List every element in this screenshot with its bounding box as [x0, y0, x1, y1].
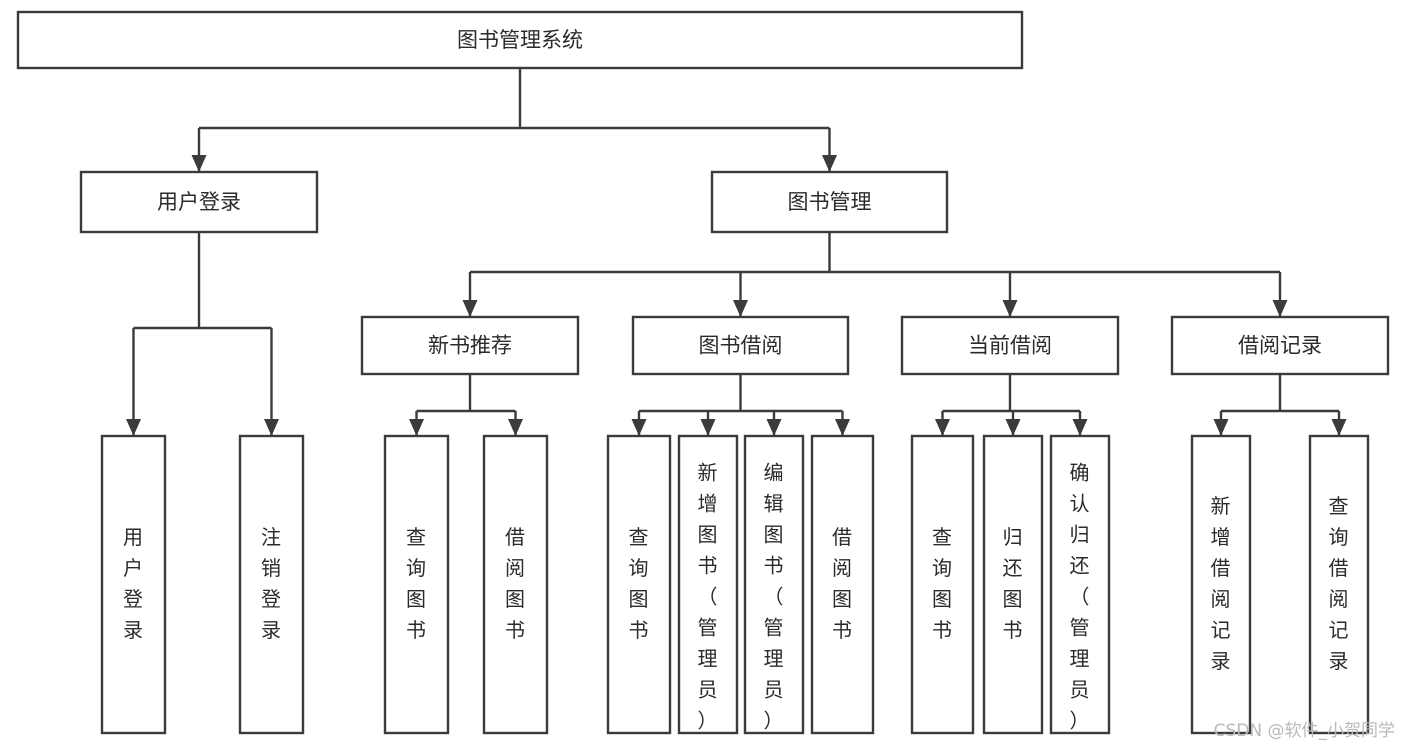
node-leaf-logout-login[interactable]: 注销登录	[238, 434, 305, 735]
node-label-new-book-recommend: 新书推荐	[428, 334, 512, 358]
node-box-leaf-logout-login[interactable]	[238, 434, 305, 735]
node-box-leaf-add-borrow-record[interactable]	[1190, 434, 1252, 735]
node-label-user-login: 用户登录	[157, 190, 241, 214]
csdn-watermark: CSDN @软件_小贺同学	[1213, 721, 1395, 741]
arrow-head-icon	[508, 419, 523, 436]
node-label-root: 图书管理系统	[457, 28, 583, 52]
node-box-leaf-query-book-recommend[interactable]	[383, 434, 450, 735]
node-leaf-edit-book-admin[interactable]: 编辑图书（管理员）	[743, 434, 805, 735]
node-label-leaf-query-book-borrow: 查询图书	[629, 525, 650, 642]
arrow-head-icon	[1331, 419, 1347, 436]
node-box-current-borrow[interactable]	[900, 315, 1120, 376]
node-book-borrow[interactable]: 图书借阅	[631, 315, 850, 376]
node-leaf-user-login[interactable]: 用户登录	[100, 434, 167, 735]
arrow-head-icon	[126, 419, 141, 436]
node-label-leaf-confirm-return-admin: 确认归还（管理员）	[1070, 460, 1091, 732]
node-leaf-borrow-book-recommend[interactable]: 借阅图书	[482, 434, 549, 735]
arrow-head-icon	[1213, 419, 1229, 436]
arrow-head-icon	[822, 155, 837, 172]
node-box-leaf-edit-book-admin[interactable]	[743, 434, 805, 735]
node-box-leaf-query-book-current[interactable]	[910, 434, 975, 735]
node-box-leaf-user-login[interactable]	[100, 434, 167, 735]
node-leaf-query-book-current[interactable]: 查询图书	[910, 434, 975, 735]
node-box-borrow-record[interactable]	[1170, 315, 1390, 376]
node-label-leaf-return-book: 归还图书	[1003, 525, 1024, 642]
node-box-book-management[interactable]	[710, 170, 949, 234]
node-current-borrow[interactable]: 当前借阅	[900, 315, 1120, 376]
node-root[interactable]: 图书管理系统	[16, 10, 1024, 70]
node-label-leaf-user-login: 用户登录	[123, 525, 144, 642]
arrow-head-icon	[835, 419, 850, 436]
arrow-head-icon	[766, 419, 782, 436]
node-leaf-borrow-book[interactable]: 借阅图书	[810, 434, 875, 735]
arrow-head-icon	[409, 419, 424, 436]
node-leaf-query-borrow-record[interactable]: 查询借阅记录	[1308, 434, 1370, 735]
arrow-head-icon	[1005, 419, 1021, 436]
node-box-leaf-return-book[interactable]	[982, 434, 1044, 735]
node-borrow-record[interactable]: 借阅记录	[1170, 315, 1390, 376]
node-box-root[interactable]	[16, 10, 1024, 70]
arrow-head-icon	[264, 419, 279, 436]
connector-edges-group	[126, 68, 1347, 436]
node-leaf-confirm-return-admin[interactable]: 确认归还（管理员）	[1049, 434, 1111, 735]
node-label-leaf-query-book-recommend: 查询图书	[406, 525, 427, 642]
node-box-new-book-recommend[interactable]	[360, 315, 580, 376]
node-leaf-query-book-borrow[interactable]: 查询图书	[606, 434, 672, 735]
nodes-group: 图书管理系统用户登录图书管理新书推荐图书借阅当前借阅借阅记录用户登录注销登录查询…	[16, 10, 1390, 735]
node-leaf-query-book-recommend[interactable]: 查询图书	[383, 434, 450, 735]
arrow-head-icon	[1072, 419, 1088, 436]
node-box-user-login[interactable]	[79, 170, 319, 234]
node-box-leaf-confirm-return-admin[interactable]	[1049, 434, 1111, 735]
node-label-leaf-logout-login: 注销登录	[261, 525, 282, 642]
arrow-head-icon	[1002, 300, 1018, 317]
arrow-head-icon	[700, 419, 716, 436]
node-label-leaf-add-borrow-record: 新增借阅记录	[1211, 494, 1232, 673]
node-label-book-borrow: 图书借阅	[699, 334, 783, 358]
node-box-leaf-borrow-book[interactable]	[810, 434, 875, 735]
arrow-head-icon	[631, 419, 647, 436]
node-label-leaf-borrow-book-recommend: 借阅图书	[505, 525, 526, 642]
node-box-leaf-query-book-borrow[interactable]	[606, 434, 672, 735]
node-label-leaf-add-book-admin: 新增图书（管理员）	[698, 460, 719, 732]
node-label-leaf-query-borrow-record: 查询借阅记录	[1329, 494, 1350, 673]
node-box-leaf-add-book-admin[interactable]	[677, 434, 739, 735]
node-label-leaf-borrow-book: 借阅图书	[832, 525, 853, 642]
node-leaf-add-borrow-record[interactable]: 新增借阅记录	[1190, 434, 1252, 735]
arrow-head-icon	[1272, 300, 1288, 317]
node-label-current-borrow: 当前借阅	[968, 334, 1052, 358]
node-leaf-return-book[interactable]: 归还图书	[982, 434, 1044, 735]
node-label-leaf-query-book-current: 查询图书	[932, 525, 953, 642]
node-new-book-recommend[interactable]: 新书推荐	[360, 315, 580, 376]
node-label-book-management: 图书管理	[788, 190, 872, 214]
node-box-book-borrow[interactable]	[631, 315, 850, 376]
arrow-head-icon	[191, 155, 207, 172]
node-label-leaf-edit-book-admin: 编辑图书（管理员）	[764, 460, 785, 732]
node-user-login[interactable]: 用户登录	[79, 170, 319, 234]
arrow-head-icon	[733, 300, 748, 317]
arrow-head-icon	[935, 419, 950, 436]
node-leaf-add-book-admin[interactable]: 新增图书（管理员）	[677, 434, 739, 735]
node-box-leaf-query-borrow-record[interactable]	[1308, 434, 1370, 735]
node-label-borrow-record: 借阅记录	[1238, 334, 1322, 358]
node-box-leaf-borrow-book-recommend[interactable]	[482, 434, 549, 735]
arrow-head-icon	[462, 300, 478, 317]
node-book-management[interactable]: 图书管理	[710, 170, 949, 234]
